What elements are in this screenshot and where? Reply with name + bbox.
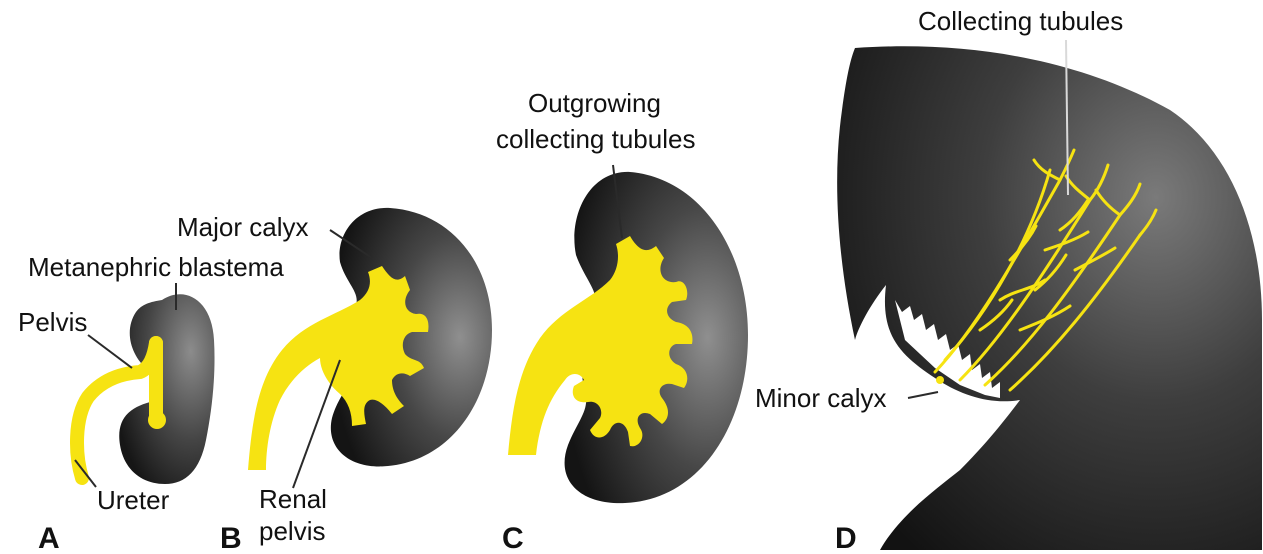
kidney-d-tissue — [837, 46, 1262, 550]
leader-pelvis — [88, 335, 132, 368]
label-collecting-tubules: Collecting tubules — [918, 6, 1123, 36]
label-outgrowing-line1: Outgrowing — [528, 88, 661, 118]
metanephric-blastema-tissue — [119, 294, 214, 484]
panel-a: Metanephric blastema Pelvis Ureter A — [18, 252, 284, 554]
panel-letter-b: B — [220, 522, 242, 554]
label-renal-pelvis-line1: Renal — [259, 484, 327, 514]
panel-letter-c: C — [502, 522, 524, 554]
label-pelvis: Pelvis — [18, 307, 87, 337]
label-ureter: Ureter — [97, 485, 170, 515]
label-minor-calyx: Minor calyx — [755, 383, 886, 413]
panel-letter-d: D — [835, 522, 857, 554]
minor-calyx-bud — [936, 376, 944, 384]
ureteric-bud-a-tip — [148, 411, 166, 429]
label-major-calyx: Major calyx — [177, 212, 308, 242]
panel-c: Outgrowing collecting tubules C — [496, 88, 748, 554]
panel-letter-a: A — [38, 522, 60, 554]
leader-minor-calyx — [908, 392, 938, 398]
label-outgrowing-line2: collecting tubules — [496, 124, 695, 154]
label-metanephric-blastema: Metanephric blastema — [28, 252, 284, 282]
panel-d: Collecting tubules Minor calyx D — [755, 6, 1262, 554]
label-renal-pelvis-line2: pelvis — [259, 516, 325, 546]
